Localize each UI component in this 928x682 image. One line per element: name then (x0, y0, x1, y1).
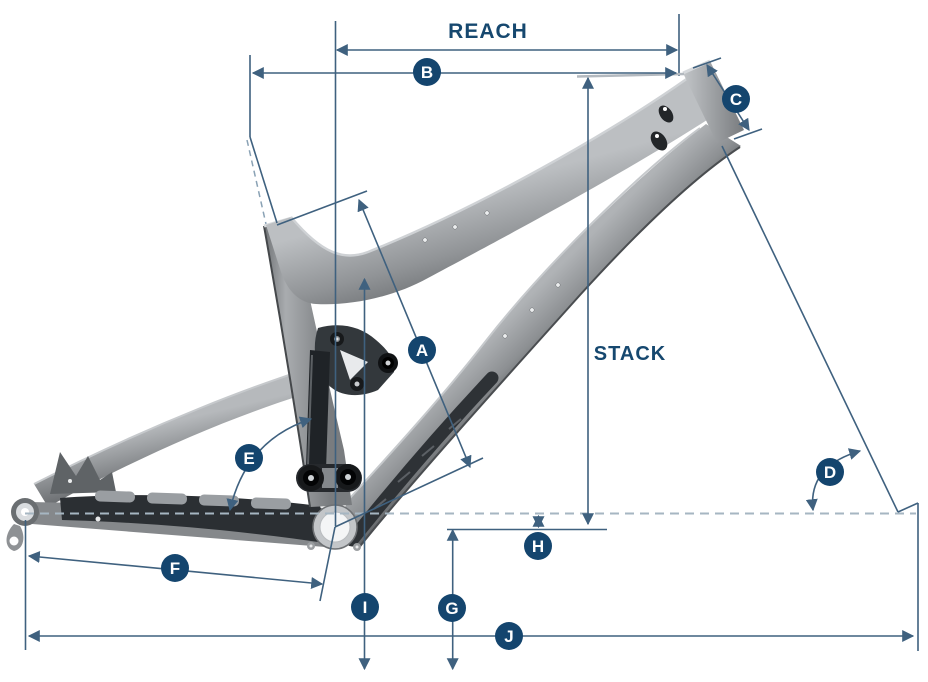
callout-h: H (524, 532, 552, 560)
callout-b: B (413, 58, 441, 86)
head-bottom-tick (733, 128, 763, 140)
dimension-lines (24, 14, 919, 671)
reach-label: REACH (448, 20, 528, 43)
steering-axis-line (721, 145, 899, 513)
callout-e: E (235, 444, 263, 472)
callout-f: F (161, 554, 189, 582)
callout-d: D (816, 458, 844, 486)
seat-tube-dimension (357, 198, 472, 469)
callout-a: A (408, 336, 436, 364)
callout-c: C (722, 85, 750, 113)
frame (6, 59, 744, 551)
callout-i: I (351, 593, 379, 621)
head-top-tick (692, 57, 722, 69)
callout-j: J (495, 622, 523, 650)
callout-g: G (438, 594, 466, 622)
seat-top-tick (276, 190, 368, 226)
stack-top-reference-line (576, 72, 685, 78)
stack-label: STACK (593, 343, 667, 365)
